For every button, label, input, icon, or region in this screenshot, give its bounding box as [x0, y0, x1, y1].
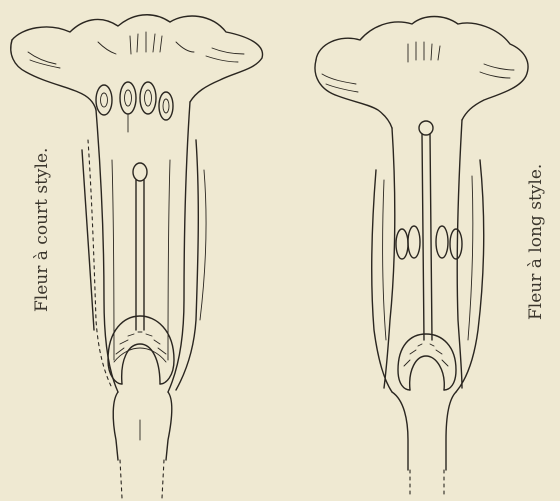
left-anther-1: [96, 85, 112, 115]
left-anther-3: [140, 82, 156, 114]
left-ovary: [108, 316, 174, 384]
right-ovary: [398, 334, 456, 390]
left-anther-2: [120, 82, 136, 114]
long-style-flower: [315, 17, 528, 499]
left-stigma: [133, 163, 147, 181]
right-anther-2: [408, 226, 420, 258]
right-stigma: [419, 121, 433, 135]
left-corolla-limb: [12, 15, 263, 102]
left-anther-4: [159, 92, 173, 120]
left-caption: Fleur à court style.: [32, 148, 52, 312]
right-caption: Fleur à long style.: [526, 164, 546, 320]
right-anther-1: [396, 229, 408, 259]
right-anther-4: [450, 229, 462, 259]
right-anther-3: [436, 226, 448, 258]
